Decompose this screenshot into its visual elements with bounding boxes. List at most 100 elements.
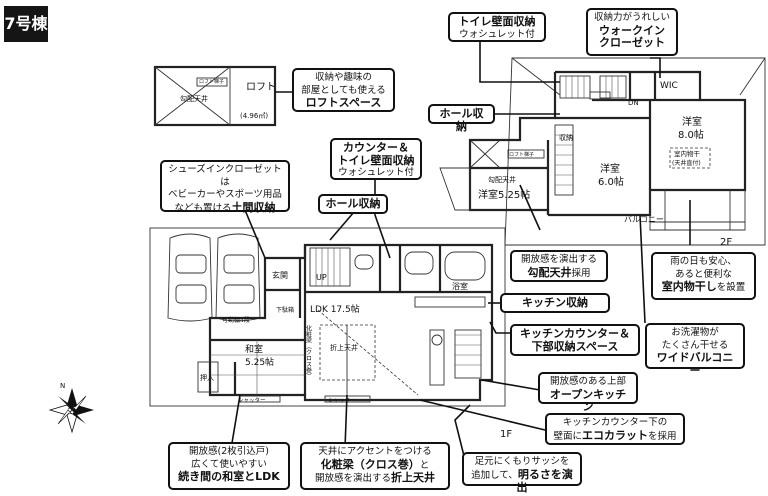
callout-counter-space-bold1: キッチンカウンター＆: [520, 327, 630, 340]
callout-counter-bold1: カウンター＆: [343, 141, 409, 154]
oshiire-label: 押入: [200, 373, 214, 382]
callout-beam-mid: と: [419, 459, 430, 471]
callout-indoor-tail: を設置: [716, 282, 746, 293]
callout-ecocarat-line2: 壁面に: [553, 430, 582, 442]
callout-wic-line1: 収納力がうれしい: [593, 12, 670, 23]
callout-washitsu-line2: 広くて使いやすい: [191, 458, 267, 470]
callout-ecocarat-bold: エコカラット: [582, 428, 648, 442]
callout-sash-bold: 明るさを演出: [516, 467, 573, 494]
callout-loft-line1: 収納や趣味の: [314, 72, 372, 83]
callout-washitsu-line1: 開放感(2枚引込戸): [189, 446, 269, 457]
loft-ceiling-label: 勾配天井: [180, 94, 208, 103]
indoor-dry-sub: (天井直付): [672, 159, 701, 167]
callout-kobai-tail: 採用: [571, 267, 591, 279]
genkan-label: 玄関: [272, 270, 288, 280]
callout-beam-bold1: 化粧梁（クロス巻）: [320, 457, 420, 471]
callout-slope-ceiling: 開放感を演出する 勾配天井採用: [510, 250, 608, 282]
first-floor-plan: UP 浴室 玄関 下駄箱 可動棚4段 LDK 17.5帖 折上天井 化粧梁（ク: [149, 227, 512, 440]
room-youshitsu-6-size: 6.0帖: [598, 175, 624, 188]
loft-plan: ロフト梯子 勾配天井 ロフト (4.96㎡): [153, 65, 277, 127]
callout-wide-balcony-bold: ワイドバルコニー: [656, 351, 734, 377]
shutter-2-label: シャッター: [328, 396, 356, 404]
callout-open-kitchen-bold: オープンキッチン: [549, 387, 627, 413]
second-floor-plan: DN WIC 収納 ロフト梯子 勾配天井 洋室5.25帖 洋室 6.0帖 洋室 …: [439, 57, 766, 248]
dn-label: DN: [628, 99, 639, 107]
building-label: 7号棟: [4, 6, 48, 42]
compass-north-label: N: [60, 382, 65, 390]
indoor-dry-label: 室内物干: [674, 149, 701, 158]
callout-toilet-2f: トイレ壁面収納 ウォシュレット付: [448, 12, 546, 42]
callout-beam-bold2: 折上天井: [391, 471, 435, 484]
loft-ladder-2f-label: ロフト梯子: [509, 151, 534, 158]
callout-hall2-bold: ホール収納: [439, 107, 484, 133]
ldk-label: LDK 17.5帖: [310, 303, 360, 315]
callout-kobai-bold: 勾配天井: [527, 265, 572, 279]
callout-wide-balcony-line2: たくさん干せる: [661, 339, 729, 351]
callout-toilet-2f-bold: トイレ壁面収納: [458, 15, 536, 28]
callout-hall-storage-1f: ホール収納: [318, 194, 388, 214]
slope-ceiling-2f-label: 勾配天井: [488, 175, 516, 184]
callout-counter-sub: ウォシュレット付: [338, 167, 414, 178]
callout-loft-line2: 部屋としても使える: [301, 84, 386, 96]
wic-label: WIC: [660, 81, 678, 91]
callout-wic-bold2: クローゼット: [599, 36, 665, 49]
parking-car-2: [215, 233, 261, 322]
callout-indoor-drying: 雨の日も安心、 あると便利な 室内物干しを設置: [651, 252, 756, 300]
callout-counter-space-bold2: 下部収納スペース: [531, 339, 619, 353]
compass-rose: N: [48, 382, 94, 434]
callout-beam-ceiling: 天井にアクセントをつける 化粧梁（クロス巻）と 開放感を演出する折上天井: [300, 442, 450, 490]
callout-hall1-bold: ホール収納: [325, 197, 381, 210]
callout-washitsu-ldk: 開放感(2枚引込戸) 広くて使いやすい 続き間の和室とLDK: [168, 442, 290, 490]
callout-kitchen-store-bold: キッチン収納: [522, 296, 588, 309]
closet-2f-label: 収納: [559, 133, 573, 142]
callout-beam-line1: 天井にアクセントをつける: [318, 446, 432, 457]
callout-indoor-line2: あると便利な: [674, 268, 732, 280]
callout-kitchen-storage: キッチン収納: [500, 293, 610, 313]
up-label: UP: [316, 273, 327, 282]
callout-indoor-bold: 室内物干し: [661, 280, 717, 293]
room-youshitsu-525: 洋室5.25帖: [478, 188, 530, 201]
floor-2f-label: 2F: [720, 237, 732, 248]
room-youshitsu-8-size: 8.0帖: [678, 128, 704, 141]
callout-wide-balcony: お洗濯物が たくさん干せる ワイドバルコニー: [645, 323, 745, 376]
floor-1f-label: 1F: [500, 429, 512, 440]
shelf-label: 可動棚4段: [222, 316, 250, 324]
callout-walk-in-closet: 収納力がうれしい ウォークイン クローゼット: [586, 8, 678, 56]
loft-room-label: ロフト: [246, 82, 276, 93]
callout-kitchen-counter: キッチンカウンター＆ 下部収納スペース: [510, 324, 640, 356]
callout-sash-line2: 追加して、: [471, 469, 518, 481]
callout-beam-line3: 開放感を演出する: [314, 473, 391, 484]
balcony-label: バルコニー: [624, 215, 664, 224]
callout-washitsu-bold: 続き間の和室とLDK: [178, 470, 280, 483]
callout-loft-bold: ロフトスペース: [305, 96, 382, 109]
room-youshitsu-6-label: 洋室: [600, 162, 620, 175]
callout-open-kitchen: 開放感のある上部 オープンキッチン: [538, 372, 638, 413]
callout-ecocarat: キッチンカウンター下の 壁面にエコカラットを採用: [545, 413, 685, 445]
shutter-1-label: シャッター: [238, 396, 266, 404]
callout-toilet-2f-sub: ウォシュレット付: [459, 28, 535, 40]
washitsu-size: 5.25帖: [245, 356, 274, 368]
beam-label: 化粧梁（クロス巻）: [305, 324, 312, 379]
washitsu-label: 和室: [245, 343, 263, 355]
callout-sash-line1: 足元にくもりサッシを: [474, 456, 570, 467]
geta-label: 下駄箱: [276, 306, 294, 314]
callout-open-kitchen-line1: 開放感のある上部: [549, 376, 626, 387]
bath-label: 浴室: [452, 281, 468, 291]
callout-hall-storage-2f: ホール収納: [428, 104, 495, 132]
callout-wic-bold1: ウォークイン: [599, 23, 665, 37]
callout-counter-bold2: トイレ壁面収納: [337, 153, 415, 167]
room-youshitsu-8-label: 洋室: [682, 115, 702, 128]
callout-shoes-line2: ベビーカーやスポーツ用品: [168, 189, 282, 200]
callout-counter-toilet: カウンター＆ トイレ壁面収納 ウォシュレット付: [330, 138, 422, 180]
callout-ecocarat-line1: キッチンカウンター下の: [562, 417, 668, 428]
callout-indoor-line1: 雨の日も安心、: [670, 256, 737, 267]
loft-size-label: (4.96㎡): [240, 112, 268, 120]
callout-ecocarat-tail: を採用: [648, 430, 677, 442]
callout-kobai-line1: 開放感を演出する: [520, 254, 597, 265]
loft-stair-label: ロフト梯子: [199, 78, 224, 85]
callout-shoes-closet: シューズインクローゼットは ベビーカーやスポーツ用品 なども置ける土間収納: [160, 160, 290, 214]
callout-shoes-line1: シューズインクローゼットは: [168, 164, 282, 188]
callout-wide-balcony-line1: お洗濯物が: [671, 327, 719, 338]
